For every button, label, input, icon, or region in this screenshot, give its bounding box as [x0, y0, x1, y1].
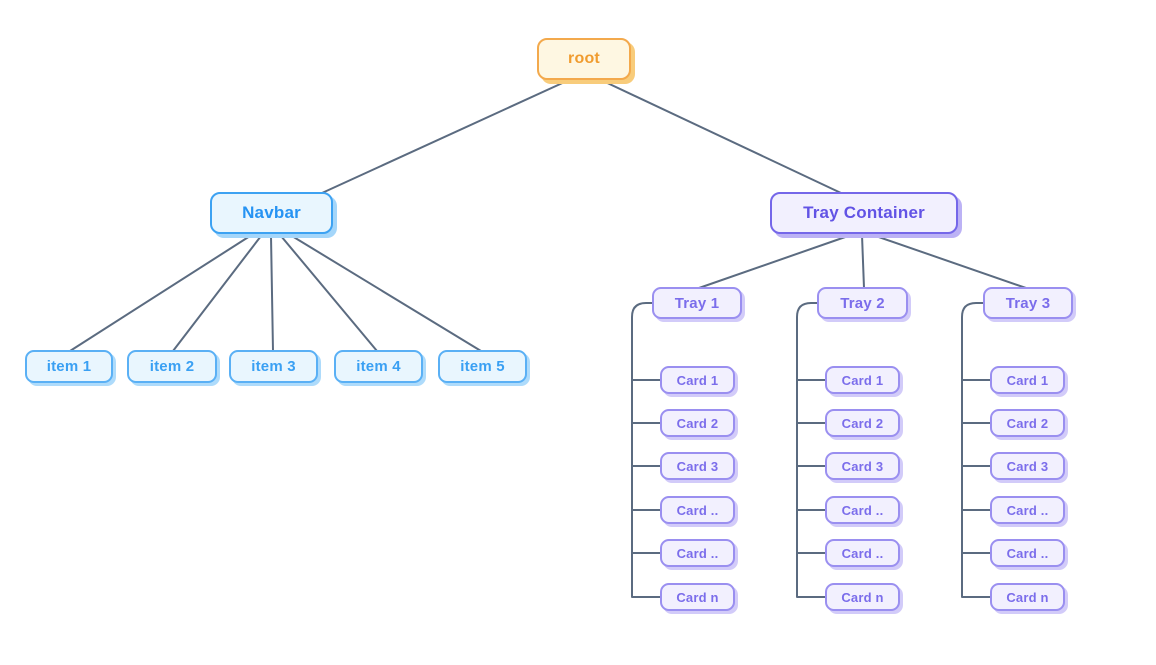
node-tray-container-label: Tray Container: [803, 203, 925, 222]
node-card-tray2-5-label: Card ..: [841, 545, 884, 561]
node-card-tray3-3-label: Card 3: [1006, 458, 1049, 474]
bracket-tray-1: [631, 302, 661, 598]
node-item-2-label: item 2: [149, 358, 195, 375]
node-item-4-label: item 4: [356, 358, 401, 375]
node-card-tray1-5-label: Card ..: [676, 545, 719, 561]
node-tray-3-label: Tray 3: [1005, 294, 1051, 312]
edge-navbar-item-2: [172, 235, 262, 352]
node-item-3[interactable]: item 3: [229, 350, 318, 383]
node-card-tray2-1-label: Card 1: [841, 372, 884, 388]
node-card-tray1-1-label: Card 1: [676, 372, 719, 388]
edge-navbar-item-1: [69, 235, 251, 352]
node-card-tray3-4[interactable]: Card ..: [990, 496, 1065, 524]
node-tray-container[interactable]: Tray Container: [770, 192, 958, 234]
node-card-tray1-6[interactable]: Card n: [660, 583, 735, 611]
edge-root-navbar: [321, 79, 570, 194]
node-card-tray2-2[interactable]: Card 2: [825, 409, 900, 437]
node-card-tray2-3[interactable]: Card 3: [825, 452, 900, 480]
edge-navbar-item-3: [270, 235, 274, 352]
node-card-tray2-6-label: Card n: [841, 589, 884, 605]
node-card-tray1-3[interactable]: Card 3: [660, 452, 735, 480]
node-item-1[interactable]: item 1: [25, 350, 113, 383]
node-tray-1[interactable]: Tray 1: [652, 287, 742, 319]
node-card-tray2-4[interactable]: Card ..: [825, 496, 900, 524]
node-item-1-label: item 1: [46, 358, 92, 375]
node-card-tray1-4[interactable]: Card ..: [660, 496, 735, 524]
node-item-5-label: item 5: [460, 358, 505, 375]
node-card-tray1-4-label: Card ..: [676, 502, 719, 518]
node-card-tray2-6[interactable]: Card n: [825, 583, 900, 611]
node-card-tray3-3[interactable]: Card 3: [990, 452, 1065, 480]
node-card-tray1-2[interactable]: Card 2: [660, 409, 735, 437]
node-card-tray1-3-label: Card 3: [676, 458, 719, 474]
node-card-tray1-1[interactable]: Card 1: [660, 366, 735, 394]
node-card-tray3-5-label: Card ..: [1006, 545, 1049, 561]
node-tray-3[interactable]: Tray 3: [983, 287, 1073, 319]
node-card-tray3-4-label: Card ..: [1006, 502, 1049, 518]
node-navbar-label: Navbar: [242, 203, 301, 222]
node-tray-2[interactable]: Tray 2: [817, 287, 908, 319]
bracket-tray-2: [796, 302, 826, 598]
node-card-tray1-2-label: Card 2: [676, 415, 719, 431]
node-card-tray3-1-label: Card 1: [1006, 372, 1049, 388]
node-tray-1-label: Tray 1: [674, 294, 720, 312]
edge-container-tray-3: [872, 234, 1027, 289]
edge-navbar-item-4: [280, 235, 378, 352]
edge-container-tray-1: [698, 234, 852, 289]
node-card-tray3-2-label: Card 2: [1006, 415, 1049, 431]
node-card-tray2-5[interactable]: Card ..: [825, 539, 900, 567]
node-item-5[interactable]: item 5: [438, 350, 527, 383]
node-card-tray3-6[interactable]: Card n: [990, 583, 1065, 611]
edge-root-tray-container: [600, 79, 842, 194]
node-card-tray3-2[interactable]: Card 2: [990, 409, 1065, 437]
edge-container-tray-2: [861, 234, 865, 289]
node-item-2[interactable]: item 2: [127, 350, 217, 383]
node-item-3-label: item 3: [251, 358, 296, 375]
node-card-tray1-5[interactable]: Card ..: [660, 539, 735, 567]
node-card-tray2-3-label: Card 3: [841, 458, 884, 474]
node-tray-2-label: Tray 2: [840, 294, 885, 312]
node-card-tray1-6-label: Card n: [676, 589, 719, 605]
node-card-tray2-2-label: Card 2: [841, 415, 884, 431]
node-navbar[interactable]: Navbar: [210, 192, 333, 234]
node-card-tray2-1[interactable]: Card 1: [825, 366, 900, 394]
node-card-tray3-5[interactable]: Card ..: [990, 539, 1065, 567]
node-root-label: root: [568, 50, 600, 67]
node-card-tray3-6-label: Card n: [1006, 589, 1049, 605]
bracket-tray-3: [961, 302, 991, 598]
node-card-tray2-4-label: Card ..: [841, 502, 884, 518]
edge-navbar-item-5: [291, 235, 482, 352]
node-root[interactable]: root: [537, 38, 631, 80]
node-card-tray3-1[interactable]: Card 1: [990, 366, 1065, 394]
node-item-4[interactable]: item 4: [334, 350, 423, 383]
